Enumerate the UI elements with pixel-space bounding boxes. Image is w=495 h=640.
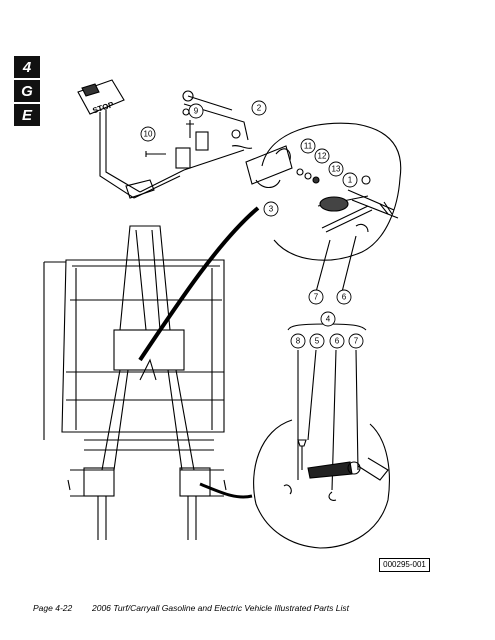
clevis-detail-view <box>253 419 390 549</box>
document-title: 2006 Turf/Carryall Gasoline and Electric… <box>92 603 350 613</box>
callout-8: 8 <box>296 337 301 346</box>
chassis-frame <box>43 225 227 540</box>
callout-6-lower: 6 <box>335 337 340 346</box>
section-tab-g: G <box>14 80 40 102</box>
callout-2: 2 <box>257 104 262 113</box>
callout-12: 12 <box>318 152 327 161</box>
callout-markers <box>140 100 364 349</box>
figure-id: 000295-001 <box>379 558 430 572</box>
callout-1: 1 <box>348 176 353 185</box>
callout-6-upper: 6 <box>342 293 347 302</box>
page-number: Page 4-22 <box>33 603 73 613</box>
callout-9: 9 <box>194 107 199 116</box>
cable-detail-view <box>245 122 402 261</box>
callout-13: 13 <box>332 165 341 174</box>
section-tab-4: 4 <box>14 56 40 78</box>
callout-7-lower: 7 <box>354 337 359 346</box>
callout-4: 4 <box>326 315 331 324</box>
callout-11: 11 <box>304 142 313 151</box>
callout-5: 5 <box>315 337 320 346</box>
callout-3: 3 <box>269 205 274 214</box>
section-tab-e: E <box>14 104 40 126</box>
callout-10: 10 <box>144 130 153 139</box>
callout-7-upper: 7 <box>314 293 319 302</box>
brake-pedal-assembly <box>77 79 253 199</box>
